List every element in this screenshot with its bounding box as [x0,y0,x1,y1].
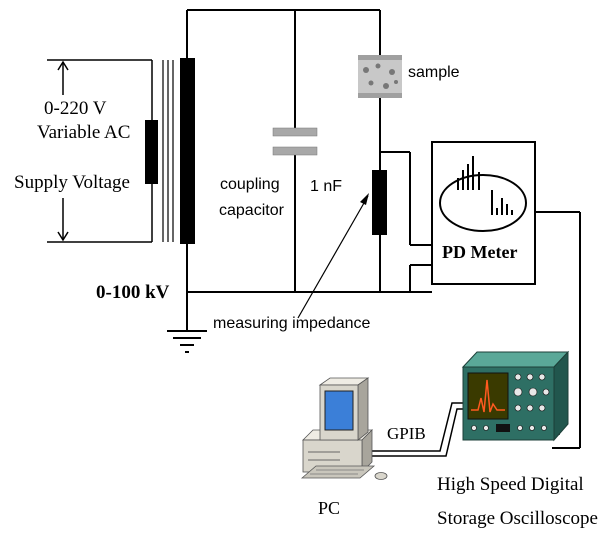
supply-voltage-range: 0-220 V [44,98,107,119]
ground-symbol [167,330,207,353]
sample [358,55,402,98]
sample-label: sample [408,64,460,81]
oscilloscope [461,350,570,442]
pd-meter-label: PD Meter [442,242,518,262]
capacitor-label: capacitor [219,202,284,219]
pc [300,377,388,480]
supply-voltage-label: Supply Voltage [14,172,130,193]
coupling-capacitor [272,127,318,156]
oscilloscope-label-line2: Storage Oscilloscope [437,508,598,529]
oscilloscope-label-line1: High Speed Digital [437,474,584,495]
impedance-pointer [297,193,369,319]
supply-voltage-arrow [47,59,152,243]
coupling-label: coupling [220,176,280,193]
pc-screen [324,390,354,431]
measuring-impedance [372,170,387,235]
capacitance-value: 1 nF [310,178,343,195]
pd-meter [431,141,536,285]
pc-label: PC [318,498,341,518]
mouse-icon [374,472,388,480]
primary-coil [145,120,158,184]
pc-keyboard [300,465,376,479]
transformer [145,58,195,244]
gpib-label: GPIB [387,424,426,443]
measuring-impedance-label: measuring impedance [213,315,371,332]
secondary-coil [180,58,195,244]
high-voltage-label: 0-100 kV [96,282,170,303]
supply-type-label: Variable AC [37,122,131,143]
circuit-wires [186,9,581,449]
